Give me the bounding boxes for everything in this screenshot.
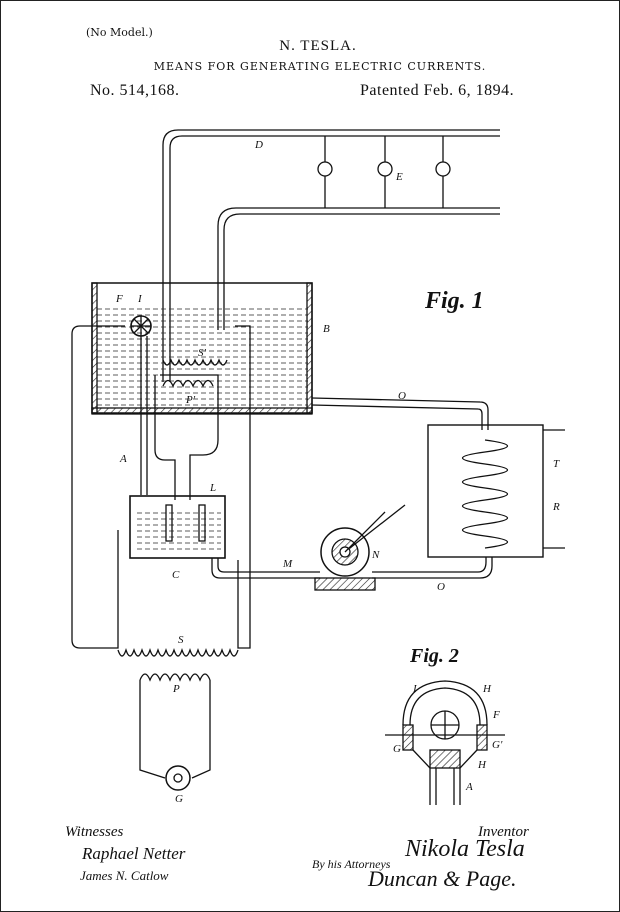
fig2-label-g1-right: G' — [492, 739, 503, 751]
label-g: G — [175, 793, 183, 805]
fig1-label: Fig. 1 — [425, 288, 484, 314]
label-b: B — [323, 323, 330, 335]
label-r: R — [552, 501, 560, 513]
fig2-label-i: I — [412, 683, 418, 695]
label-o-bottom: O — [437, 581, 445, 593]
tank-b — [91, 282, 313, 415]
reference-labels: D E F I B S' P' O A L T R C M N O S P G … — [115, 139, 560, 805]
pipe-m — [211, 558, 320, 579]
label-s1: S' — [198, 347, 207, 359]
coil-s — [117, 647, 239, 657]
inventor-label: Inventor — [478, 824, 529, 840]
label-o-top: O — [398, 390, 406, 402]
label-f: F — [115, 293, 123, 305]
fig2-label-f: F — [492, 709, 500, 721]
label-i: I — [137, 293, 143, 305]
fig2-label-h: H — [482, 683, 492, 695]
coil-s1 — [162, 358, 228, 366]
pipe-a — [140, 336, 148, 495]
generator-loop — [139, 680, 211, 779]
fig2-label-a: A — [465, 781, 473, 793]
patent-title: MEANS FOR GENERATING ELECTRIC CURRENTS. — [153, 60, 487, 73]
model-note: (No Model.) — [86, 26, 153, 39]
patent-date: Patented Feb. 6, 1894. — [360, 82, 515, 99]
witness-2-signature: James N. Catlow — [80, 868, 169, 883]
coil-p — [139, 673, 211, 682]
label-p1: P' — [185, 394, 196, 406]
circuit-d-wire-inner — [169, 135, 500, 382]
fig2-label-h2: H — [477, 759, 487, 771]
generator-g — [165, 765, 191, 791]
label-a: A — [119, 453, 127, 465]
pump-n — [314, 504, 406, 591]
label-m: M — [282, 558, 293, 570]
label-d: D — [254, 139, 263, 151]
label-s: S — [178, 634, 184, 646]
lamp-group-e — [317, 136, 451, 208]
circuit-d-wire — [162, 129, 500, 382]
attorney-signature: Duncan & Page. — [368, 866, 517, 891]
inventor-signature: Nikola Tesla — [405, 836, 525, 862]
pipe-o-top — [311, 397, 489, 430]
fig2-label-g1-left: G' — [393, 743, 404, 755]
witnesses-label: Witnesses — [65, 824, 124, 840]
box-l — [129, 495, 226, 559]
coil-p1 — [162, 379, 214, 388]
return-wire — [217, 207, 500, 330]
return-wire-inner — [223, 213, 500, 330]
inventor-name: N. TESLA. — [279, 38, 357, 54]
condenser-t — [427, 424, 565, 558]
fig2-label: Fig. 2 — [410, 645, 459, 667]
fig2-detail — [385, 680, 505, 805]
label-n: N — [371, 549, 380, 561]
coil-r — [462, 439, 508, 549]
patent-number: No. 514,168. — [90, 82, 180, 99]
fan-wheel-f — [130, 315, 152, 337]
label-t: T — [553, 458, 560, 470]
label-l: L — [209, 482, 216, 494]
label-c: C — [172, 569, 180, 581]
label-p: P — [172, 683, 180, 695]
attorneys-label: By his Attorneys — [312, 857, 391, 871]
label-e: E — [395, 171, 403, 183]
witness-1-signature: Raphael Netter — [82, 844, 186, 863]
